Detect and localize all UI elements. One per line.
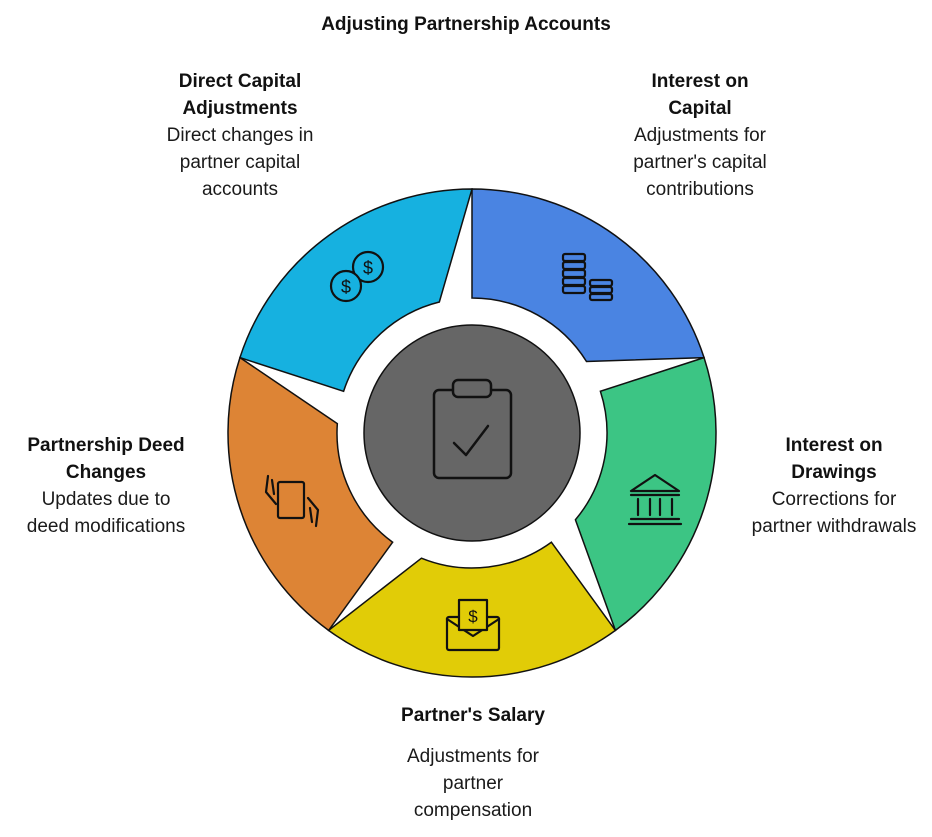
segment-interest-capital [471, 188, 706, 363]
clipboard-check-icon [432, 378, 513, 480]
label-deed-changes: Partnership Deed Changes Updates due to … [4, 432, 208, 540]
label-interest-capital: Interest on Capital Adjustments for part… [580, 68, 820, 203]
heading-interest-drawings: Interest on Drawings [785, 435, 883, 483]
heading-interest-capital: Interest on Capital [651, 71, 749, 119]
svg-text:$: $ [468, 607, 478, 626]
description-interest-capital: Adjustments for partner's capital contri… [633, 125, 767, 200]
description-partner-salary: Adjustments for partner compensation [407, 746, 539, 821]
segment-deed-changes [227, 356, 394, 632]
coin-stacks-icon [561, 252, 614, 302]
label-direct-capital: Direct Capital Adjustments Direct change… [120, 68, 360, 203]
description-direct-capital: Direct changes in partner capital accoun… [166, 125, 314, 200]
svg-text:$: $ [341, 277, 351, 297]
salary-envelope-icon: $ [445, 598, 501, 652]
svg-text:$: $ [363, 258, 373, 278]
label-interest-drawings: Interest on Drawings Corrections for par… [724, 432, 932, 540]
diagram-title: Adjusting Partnership Accounts [321, 14, 611, 35]
label-partner-salary: Partner's Salary Adjustments for partner… [360, 702, 586, 824]
bank-icon [627, 473, 683, 526]
description-deed-changes: Updates due to deed modifications [26, 489, 186, 537]
description-interest-drawings: Corrections for partner withdrawals [751, 489, 917, 537]
document-hands-icon [264, 474, 320, 528]
heading-partner-salary: Partner's Salary [401, 705, 545, 726]
heading-direct-capital: Direct Capital Adjustments [178, 71, 302, 119]
center-hub [363, 324, 581, 542]
heading-deed-changes: Partnership Deed Changes [27, 435, 185, 483]
coins-dollar-icon: $ $ [329, 250, 385, 303]
